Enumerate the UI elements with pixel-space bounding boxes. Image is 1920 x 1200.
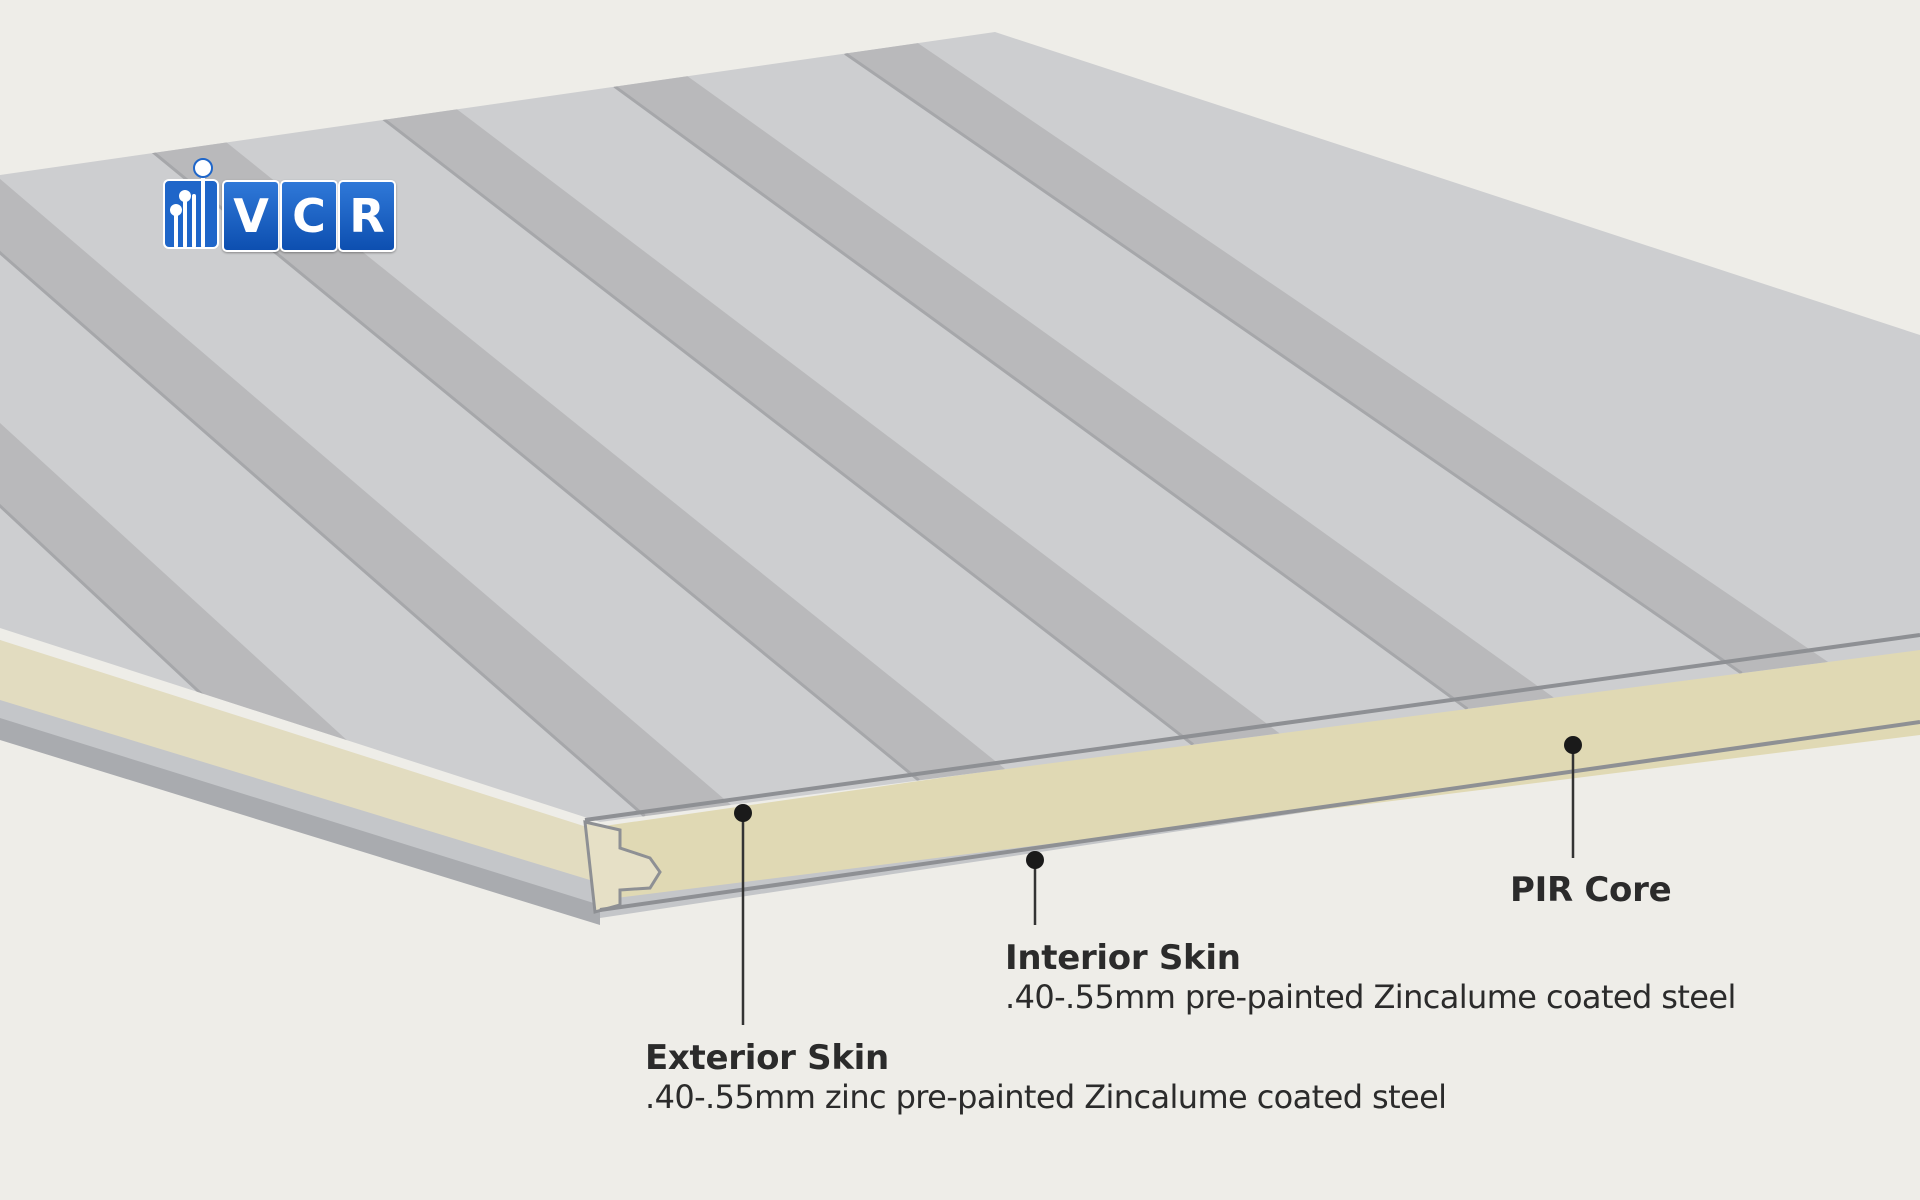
sheet-rib-edge bbox=[844, 52, 1743, 675]
callout-leaders bbox=[734, 736, 1582, 1025]
sheet-rib bbox=[614, 75, 1554, 709]
sheet-rib bbox=[0, 207, 457, 822]
sheet-rib bbox=[845, 43, 1829, 674]
sheet-rib-edge bbox=[613, 85, 1469, 711]
pir-core-face bbox=[590, 638, 1920, 900]
sheet-rib bbox=[0, 174, 731, 817]
exterior-skin-callout: Exterior Skin .40-.55mm zinc pre-painted… bbox=[645, 1038, 1447, 1116]
leader-dot-interior-skin bbox=[1026, 851, 1044, 869]
bottom-skin-edge bbox=[0, 718, 600, 925]
leader-dot-exterior-skin bbox=[734, 804, 752, 822]
sheet-rib-edge bbox=[151, 150, 920, 782]
interior-skin-title: Interior Skin bbox=[1005, 938, 1241, 978]
leader-dot-pir-core bbox=[1564, 736, 1582, 754]
sheet-rib-edge bbox=[0, 183, 646, 818]
sheet-rib bbox=[383, 108, 1280, 745]
exterior-skin-description: .40-.55mm zinc pre-painted Zincalume coa… bbox=[645, 1078, 1447, 1116]
core-side-face bbox=[0, 640, 590, 880]
pir-core-callout: PIR Core bbox=[1510, 870, 1672, 910]
interior-skin-callout: Interior Skin .40-.55mm pre-painted Zinc… bbox=[1005, 938, 1736, 1016]
sheet-ribs bbox=[0, 43, 1829, 822]
sheet-rib bbox=[152, 141, 1006, 781]
logo-letter-r: R bbox=[338, 180, 396, 252]
logo-letter-v: V bbox=[222, 180, 280, 252]
pir-core-title: PIR Core bbox=[1510, 870, 1672, 910]
vcr-logo: V C R bbox=[162, 150, 396, 254]
circuit-tree-icon bbox=[163, 158, 219, 249]
interior-skin-description: .40-.55mm pre-painted Zincalume coated s… bbox=[1005, 978, 1736, 1016]
sheet-rib-edge bbox=[382, 117, 1195, 746]
exterior-skin-title: Exterior Skin bbox=[645, 1038, 889, 1078]
top-skin-edge bbox=[584, 633, 1920, 822]
bottom-skin-front-edge bbox=[599, 720, 1920, 912]
logo-letter-c: C bbox=[280, 180, 338, 252]
